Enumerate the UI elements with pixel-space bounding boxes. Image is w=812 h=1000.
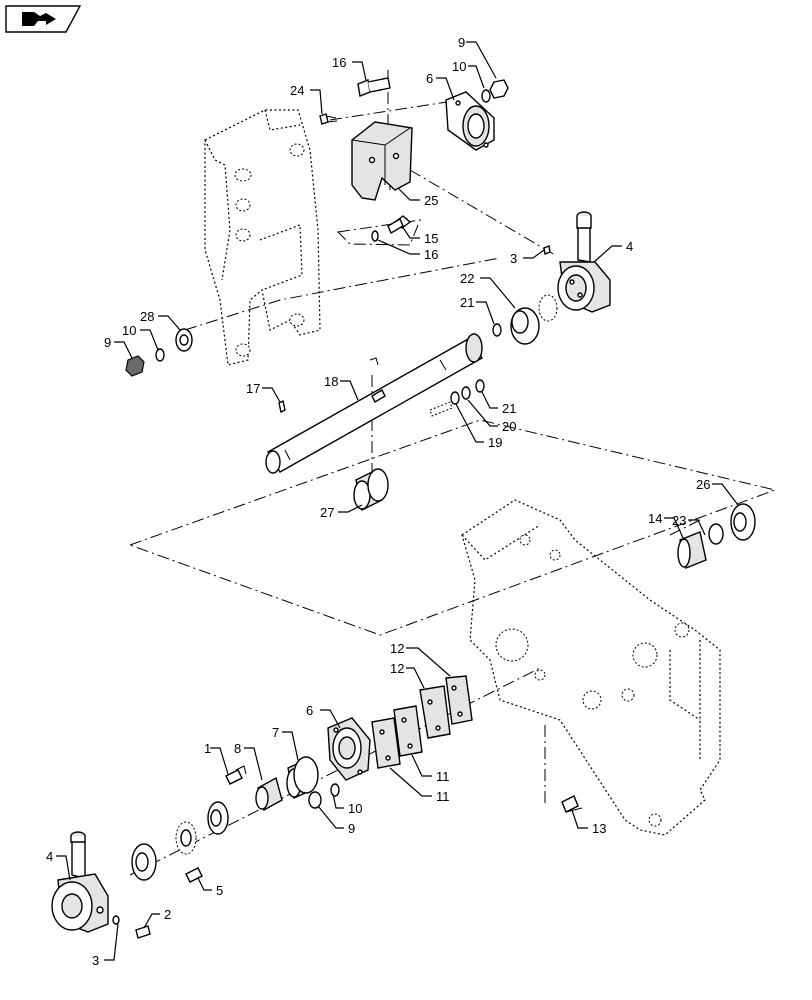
- bolt-2: [135, 925, 151, 939]
- callout-3: 3: [92, 953, 99, 968]
- callout-9: 9: [348, 821, 355, 836]
- plate-12-front: [419, 685, 451, 739]
- callout-15: 23: [672, 513, 686, 528]
- washer-10-top: [481, 89, 491, 103]
- callout-6: 6: [426, 71, 433, 86]
- callout-3: 3: [510, 251, 517, 266]
- callout-10: 10: [122, 323, 136, 338]
- sprocket-7: [286, 756, 319, 799]
- upper-frame: [204, 109, 321, 366]
- callout-16: 26: [696, 477, 710, 492]
- ring-lower-b: [131, 843, 157, 881]
- callout-27: 25: [424, 193, 438, 208]
- bolt-5: [185, 867, 203, 883]
- bolt-1: [225, 765, 247, 785]
- plate-11-front: [371, 717, 401, 769]
- washer-21-mid: [461, 386, 471, 400]
- flange-bearing-6-top: [445, 91, 495, 151]
- washer-10-left: [155, 348, 165, 362]
- bolt-24: [387, 215, 412, 235]
- callout-21: 21: [502, 401, 516, 416]
- callout-28: 28: [140, 309, 154, 324]
- shaft-18: [265, 333, 483, 474]
- callout-1: 1: [204, 741, 211, 756]
- sprocket-lower: [175, 821, 197, 855]
- washer-21-top: [492, 323, 502, 337]
- bolt-13: [561, 795, 583, 813]
- callout-22: 22: [460, 271, 474, 286]
- bearing-4-lower: [51, 831, 109, 933]
- bolt-23: [319, 113, 338, 125]
- nut-9-lower: [308, 791, 322, 809]
- nut-9-top: [489, 79, 509, 99]
- washer-21-right: [475, 379, 485, 393]
- plate-11-back: [393, 705, 423, 757]
- pin-3-top: [543, 245, 551, 255]
- callout-8: 8: [234, 741, 241, 756]
- bearing-4-top: [557, 211, 611, 313]
- lower-frame: [461, 499, 721, 836]
- book-arrow-icon[interactable]: [5, 5, 82, 33]
- callout-13: 13: [592, 821, 606, 836]
- callout-24: 15: [424, 231, 438, 246]
- callout-23: 24: [290, 83, 304, 98]
- flange-bearing-6-lower: [327, 717, 371, 781]
- callout-16: 27: [320, 505, 334, 520]
- ring-lower-a: [207, 801, 229, 835]
- callout-9: 9: [458, 35, 465, 50]
- callout-4: 4: [46, 849, 53, 864]
- bolt-26: [357, 77, 391, 97]
- callout-9: 9: [104, 335, 111, 350]
- bushing-14: [677, 531, 707, 569]
- washer-25: [371, 230, 379, 242]
- leader-lines: [56, 41, 739, 961]
- callout-10: 10: [452, 59, 466, 74]
- washer-20: [450, 391, 460, 405]
- callout-7: 7: [272, 725, 279, 740]
- sprocket-16-right: [730, 503, 756, 541]
- callout-12: 12: [390, 641, 404, 656]
- callout-21: 21: [460, 295, 474, 310]
- pin-3-lower: [112, 915, 120, 925]
- sprocket-top: [538, 294, 558, 322]
- callout-10: 10: [348, 801, 362, 816]
- callout-4: 4: [626, 239, 633, 254]
- nut-9-left: [125, 355, 145, 377]
- callout-26: 16: [332, 55, 346, 70]
- sprocket-16-mid: [353, 468, 389, 512]
- washer-10-lower: [330, 783, 340, 797]
- bolt-19: [429, 401, 453, 417]
- ring-15: [708, 523, 724, 545]
- callout-20: 20: [502, 419, 516, 434]
- callout-5: 5: [216, 883, 223, 898]
- callout-18: 18: [324, 374, 338, 389]
- bushing-8: [255, 776, 283, 812]
- key-17: [278, 399, 286, 414]
- spacer-28: [175, 328, 193, 352]
- callout-19: 19: [488, 435, 502, 450]
- key-upper: [369, 357, 379, 366]
- ring-22: [510, 307, 540, 345]
- callout-14: 14: [648, 511, 662, 526]
- callout-11: 11: [436, 789, 450, 804]
- callout-17: 17: [246, 381, 260, 396]
- callout-12: 12: [390, 661, 404, 676]
- bracket-27: [351, 121, 413, 201]
- plate-12-back: [445, 675, 473, 725]
- callout-labels: 16 24 9 10 6 25 15 16 3 4 22 21 28 10 9 …: [46, 35, 710, 968]
- callout-6: 6: [306, 703, 313, 718]
- callout-25: 16: [424, 247, 438, 262]
- callout-2: 2: [164, 907, 171, 922]
- callout-11: 11: [436, 769, 450, 784]
